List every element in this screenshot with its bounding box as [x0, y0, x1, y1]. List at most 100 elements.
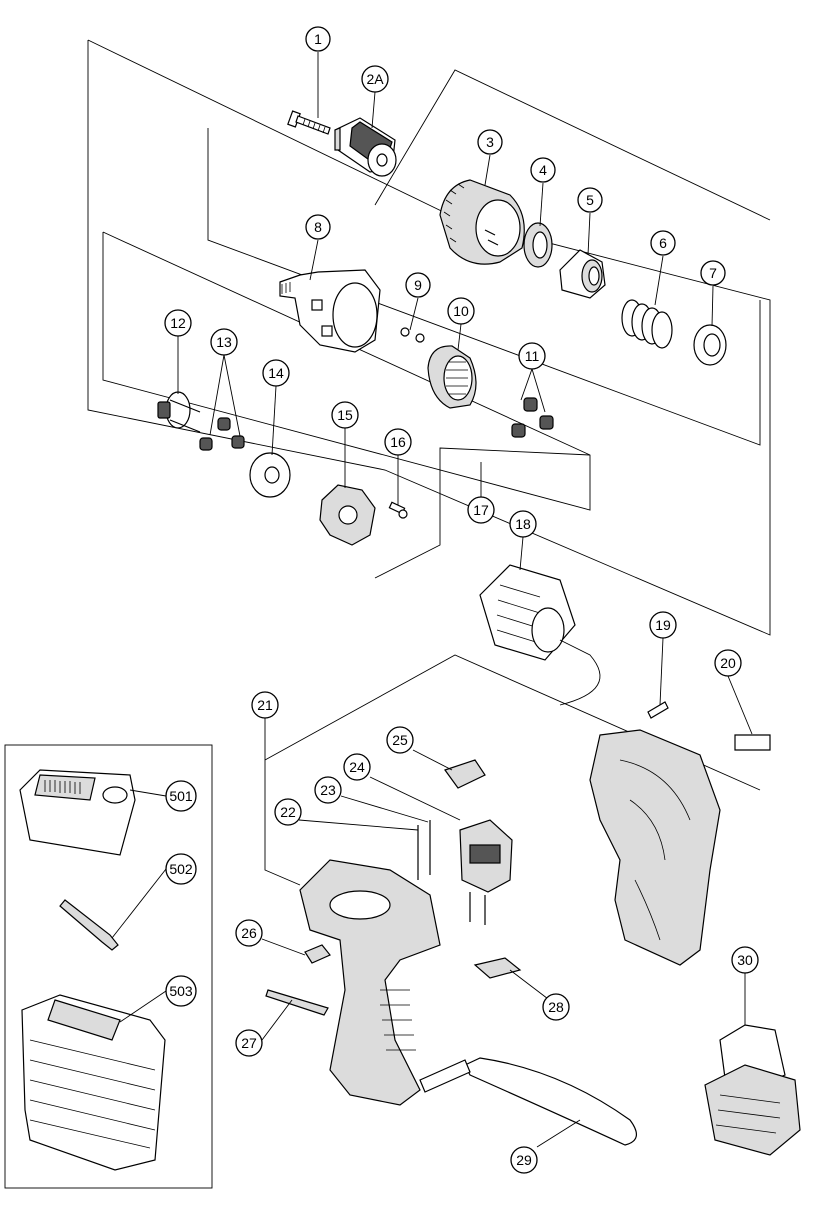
callout-20-label: 20	[720, 655, 736, 671]
callout-3: 3	[477, 129, 503, 155]
callout-11: 11	[518, 342, 546, 370]
part-14-washer	[249, 452, 291, 498]
callout-4: 4	[530, 157, 556, 183]
callout-6: 6	[650, 230, 676, 256]
callout-7: 7	[700, 260, 726, 286]
callout-21: 21	[251, 691, 279, 719]
callout-1-label: 1	[314, 31, 322, 47]
callout-22-label: 22	[280, 804, 296, 820]
callout-29-label: 29	[516, 1152, 532, 1168]
part-1-screw	[287, 110, 331, 135]
callout-2A: 2A	[361, 65, 389, 93]
part-30-battery	[704, 1024, 801, 1156]
part-2A-chuck	[334, 117, 397, 177]
callout-11-label: 11	[525, 348, 540, 364]
callout-5-label: 5	[586, 192, 594, 208]
part-502-bit	[59, 899, 119, 951]
callout-502: 502	[165, 853, 197, 885]
part-7-washer	[693, 324, 727, 366]
part-12-carrier	[157, 391, 201, 433]
callout-12: 12	[164, 309, 192, 337]
callout-9: 9	[405, 272, 431, 298]
callout-19: 19	[649, 611, 677, 639]
callout-27: 27	[235, 1029, 263, 1057]
callout-18-label: 18	[515, 516, 531, 532]
callout-5: 5	[577, 187, 603, 213]
callout-8: 8	[305, 214, 331, 240]
part-15-motor-plate	[319, 484, 376, 546]
part-5-cam	[559, 249, 606, 299]
callout-20: 20	[714, 649, 742, 677]
callout-18: 18	[509, 510, 537, 538]
part-20-label	[734, 734, 771, 751]
part-8-gear-case	[279, 269, 381, 353]
callout-503-label: 503	[169, 983, 193, 999]
part-6-spring	[621, 299, 673, 349]
callout-503: 503	[165, 975, 197, 1007]
callout-23: 23	[314, 776, 342, 804]
callout-30-label: 30	[737, 952, 753, 968]
callout-502-label: 502	[169, 861, 193, 877]
callout-28-label: 28	[548, 999, 564, 1015]
callout-24: 24	[343, 753, 371, 781]
callout-13-label: 13	[216, 334, 232, 350]
callout-21-label: 21	[257, 697, 273, 713]
callout-12-label: 12	[170, 315, 186, 331]
callout-4-label: 4	[539, 162, 547, 178]
part-housing-right	[589, 729, 721, 966]
callout-26-label: 26	[241, 925, 257, 941]
part-4-ring	[523, 222, 553, 268]
callout-27-label: 27	[241, 1035, 257, 1051]
part-16-screw	[388, 501, 408, 519]
callout-30: 30	[731, 946, 759, 974]
callout-22: 22	[274, 798, 302, 826]
part-3-clutch-dial	[439, 179, 525, 265]
callout-23-label: 23	[320, 782, 336, 798]
callout-17: 17	[467, 496, 495, 524]
part-22-23-pins	[417, 820, 431, 880]
callout-1: 1	[305, 26, 331, 52]
callout-25: 25	[386, 726, 414, 754]
callout-14-label: 14	[268, 365, 284, 381]
callout-15-label: 15	[337, 407, 353, 423]
part-drawings	[19, 110, 801, 1171]
callout-501: 501	[165, 780, 197, 812]
part-18-motor	[479, 564, 601, 706]
callout-15: 15	[331, 401, 359, 429]
callout-501-label: 501	[169, 788, 193, 804]
callout-8-label: 8	[314, 219, 322, 235]
callout-2A-label: 2A	[366, 71, 384, 87]
callout-3-label: 3	[486, 134, 494, 150]
callout-13: 13	[210, 328, 238, 356]
callout-14: 14	[262, 359, 290, 387]
part-24-switch	[459, 819, 513, 925]
part-11-planet-gears	[511, 397, 554, 438]
part-26-clip	[304, 944, 331, 964]
callout-10-label: 10	[453, 303, 469, 319]
part-13-planet-gears	[199, 417, 245, 451]
part-21-housing-left	[299, 859, 441, 1106]
callout-17-label: 17	[473, 502, 489, 518]
callout-26: 26	[235, 919, 263, 947]
part-25-trigger-piece	[444, 759, 486, 789]
callout-16: 16	[384, 428, 412, 456]
callout-10: 10	[447, 297, 475, 325]
callout-29: 29	[510, 1146, 538, 1174]
callout-16-label: 16	[390, 434, 406, 450]
callout-6-label: 6	[659, 235, 667, 251]
callout-7-label: 7	[709, 265, 717, 281]
callout-9-label: 9	[414, 277, 422, 293]
callout-25-label: 25	[392, 732, 408, 748]
callouts: 1 2A 3 4 5 6 7 8 9 10 11 12 13 14 15 16 …	[164, 26, 759, 1174]
part-19-screw	[647, 701, 669, 719]
accessories-box	[4, 744, 213, 1189]
callout-28: 28	[542, 993, 570, 1021]
callout-19-label: 19	[655, 617, 671, 633]
part-503-carrying-case	[21, 994, 166, 1171]
part-28-terminal	[473, 957, 522, 979]
part-29-strap	[419, 1057, 637, 1146]
part-10-ring-gear	[427, 345, 477, 409]
part-27-strip	[265, 989, 329, 1016]
part-9-steel-balls	[400, 327, 425, 343]
